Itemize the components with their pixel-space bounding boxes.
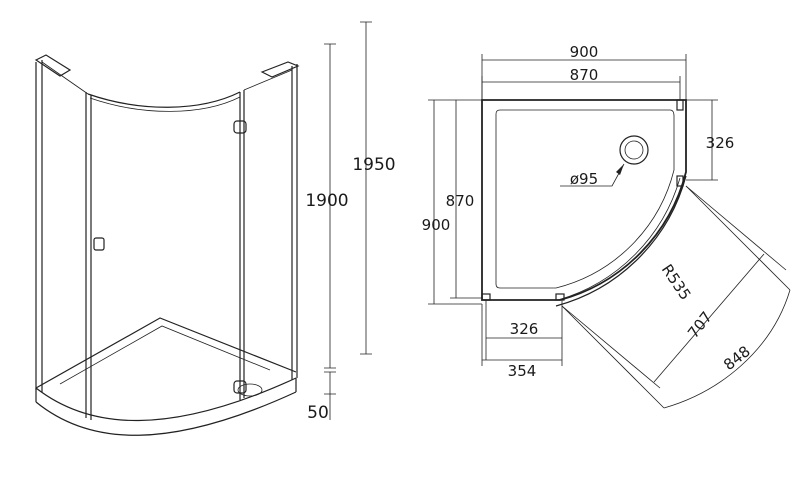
bottom-panel-dimension: 326 <box>485 300 563 360</box>
door-handle-icon <box>93 237 105 251</box>
tray-outline <box>481 99 687 301</box>
depth-dimension-870: 870 <box>446 100 482 299</box>
width-inner-label: 870 <box>570 66 599 84</box>
tray-inner-outline <box>495 109 675 289</box>
width-dimension-870: 870 <box>481 66 681 100</box>
radius-label: R535 <box>658 261 695 303</box>
profile-marker-bottom-right <box>555 293 565 301</box>
leader-arrow-icon <box>616 164 624 175</box>
side-panel-label: 326 <box>706 134 735 152</box>
curved-top-rail <box>87 91 241 108</box>
drain-outer-icon <box>619 135 649 165</box>
diagonal-label: 707 <box>684 308 716 342</box>
right-panel-top <box>243 69 293 91</box>
glass-rail-outer <box>555 175 687 307</box>
glass-rail-inner <box>557 177 681 301</box>
profile-marker-side <box>676 175 684 187</box>
width-outer-label: 900 <box>570 43 599 61</box>
height-glass-label: 1900 <box>305 191 348 211</box>
tray-top <box>35 317 297 389</box>
right-profile <box>291 64 298 380</box>
height-total-label: 1950 <box>352 155 395 175</box>
perspective-view: 1950 1900 50 <box>34 21 396 436</box>
tray-front-curve <box>35 377 297 422</box>
door-edge <box>85 92 92 420</box>
bottom-offset-label: 354 <box>508 362 537 380</box>
tray-drain-icon <box>237 383 263 397</box>
arc-span-label: 848 <box>720 342 754 374</box>
plan-view: 900 870 900 870 326 ø95 R535 <box>422 43 791 409</box>
left-profile <box>35 60 43 392</box>
drain-inner-icon <box>624 140 644 160</box>
hinge-profile <box>239 90 245 400</box>
left-panel-top <box>41 61 89 95</box>
tray-height-dimension: 50 <box>307 371 336 423</box>
tray-bottom-curve <box>35 391 297 436</box>
depth-outer-label: 900 <box>422 216 451 234</box>
drain-diameter-label: ø95 <box>570 170 598 188</box>
depth-dimension-900: 900 <box>422 99 482 305</box>
side-panel-dimension: 326 <box>686 99 735 181</box>
height-dimension-1950: 1950 <box>352 21 396 355</box>
drain-leader: ø95 <box>560 163 625 188</box>
tray-height-label: 50 <box>307 403 329 423</box>
tray-sides <box>35 378 297 402</box>
height-dimension-1900: 1900 <box>305 43 349 369</box>
tray-inner <box>59 325 271 385</box>
depth-inner-label: 870 <box>446 192 475 210</box>
top-right-cap <box>260 61 300 78</box>
top-left-cap <box>34 54 72 77</box>
top-hinge-icon <box>233 120 247 134</box>
profile-marker-top <box>676 99 684 111</box>
bottom-offset-dimension: 354 <box>481 304 563 380</box>
curved-top-rail-inner <box>89 96 241 112</box>
bottom-panel-label: 326 <box>510 320 539 338</box>
